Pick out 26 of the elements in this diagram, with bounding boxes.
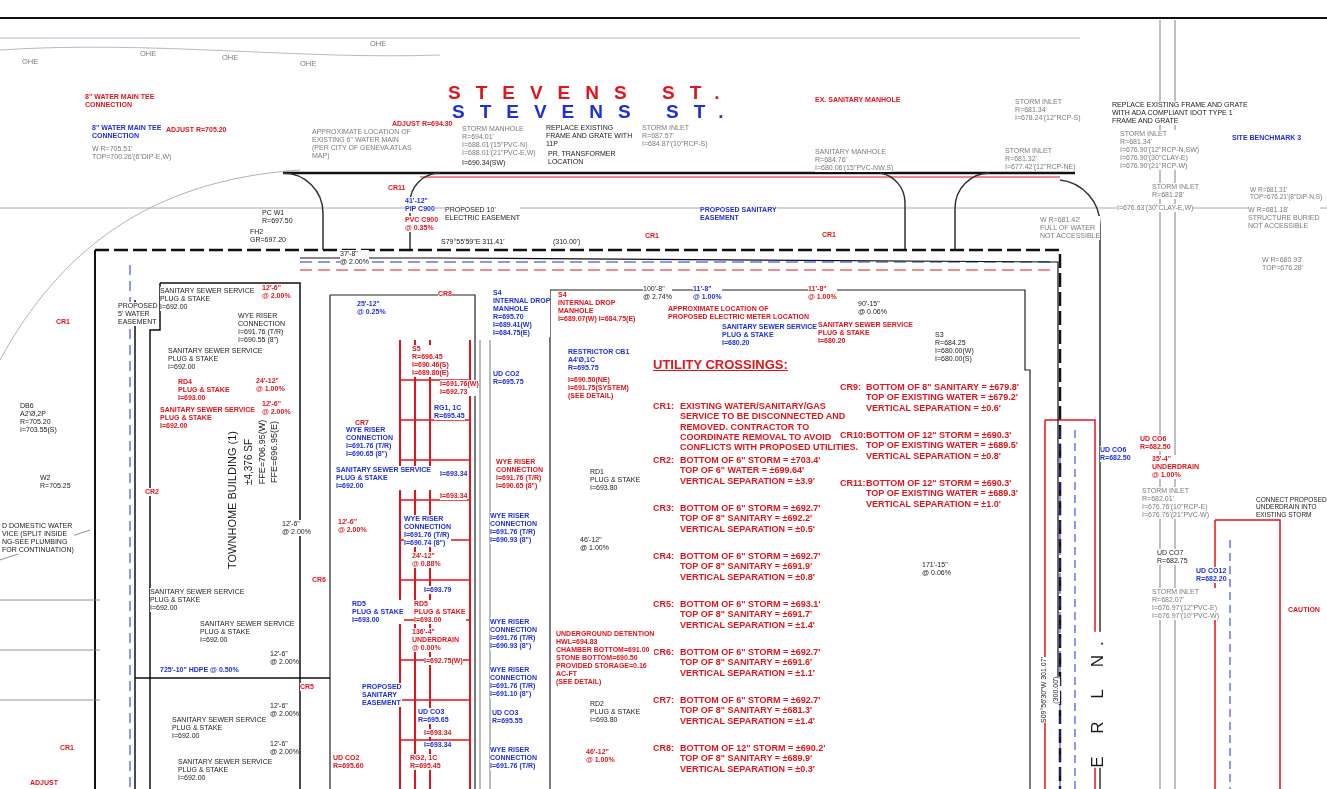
crossing-note: BOTTOM OF 6" STORM = ±692.7' TOP OF 8" SANITARY = ±691.9' VERTICAL SEPARATION = ±0.8' (680, 551, 821, 583)
crossing-id: CR11: (840, 478, 866, 489)
crossing-note: BOTTOM OF 6" STORM = ±693.1' TOP OF 8" SANITARY = ±691.7' VERTICAL SEPARATION = ±1.4' (680, 599, 821, 631)
crossing-id: CR9: (840, 382, 861, 393)
crossing-id: CR3: (653, 503, 674, 514)
crossing-id: CR8: (653, 743, 674, 754)
crossing-note: BOTTOM OF 8" SANITARY = ±679.8' TOP OF EXISTING WATER = ±679.2' VERTICAL SEPARATION = ±0.6' (866, 382, 1019, 414)
crossing-id: CR6: (653, 647, 674, 658)
building-label: FFE=696.95(E) (268, 421, 280, 483)
crossing-id: CR7: (653, 695, 674, 706)
crossing-id: CR5: (653, 599, 674, 610)
crossing-note: BOTTOM OF 6" STORM = ±692.7' TOP OF 8" SANITARY = ±681.3' VERTICAL SEPARATION = ±1.4' (680, 695, 821, 727)
crossing-id: CR1: (653, 401, 674, 412)
building-label: ±4,376 SF (243, 438, 255, 486)
building-label: FFE=706.95(W) (256, 419, 268, 485)
crossing-note: BOTTOM OF 6" STORM = ±703.4' TOP OF 6" WATER = ±699.64' VERTICAL SEPARATION = ±3.9' (680, 455, 821, 487)
building-label: TOWNHOME BUILDING (1) (225, 431, 239, 569)
crossing-id: CR2: (653, 455, 674, 466)
crossing-note: BOTTOM OF 6" STORM = ±692.7' TOP OF 8" SANITARY = ±692.2' VERTICAL SEPARATION = ±0.5' (680, 503, 821, 535)
crossing-id: CR4: (653, 551, 674, 562)
section-heading: UTILITY CROSSINGS: (653, 358, 788, 373)
crossing-note: BOTTOM OF 12" STORM = ±690.3' TOP OF EXISTING WATER = ±689.3' VERTICAL SEPARATION = ±1.0' (866, 478, 1018, 510)
crossing-note: BOTTOM OF 6" STORM = ±692.7' TOP OF 8" SANITARY = ±691.6' VERTICAL SEPARATION = ±1.1' (680, 647, 821, 679)
crossing-id: CR10: (840, 430, 866, 441)
crossing-note: BOTTOM OF 12" STORM = ±690.2' TOP OF 8" SANITARY = ±689.9' VERTICAL SEPARATION = ±0.3' (680, 743, 826, 775)
crossing-note: BOTTOM OF 12" STORM = ±690.3' TOP OF EXISTING WATER = ±689.5' VERTICAL SEPARATION = ±0.8' (866, 430, 1018, 462)
